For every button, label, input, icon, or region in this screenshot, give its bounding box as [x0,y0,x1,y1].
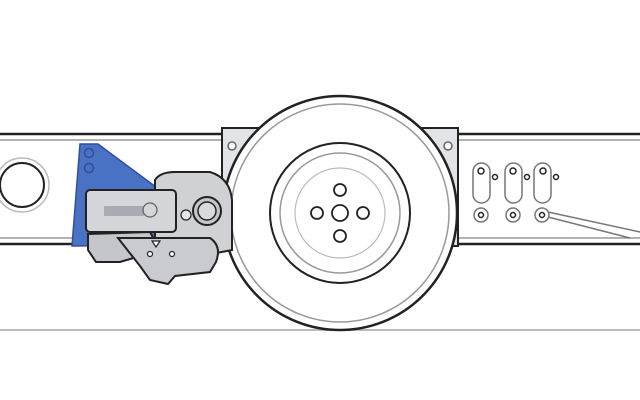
bracket-hole [83,147,95,159]
spare-wheel [221,94,459,332]
brand-logo [104,202,158,218]
wheel-lug-holes [310,183,370,243]
bolt [227,141,237,151]
release-lever [115,237,219,286]
slotted-holes [472,162,640,239]
bracket-hole [83,162,95,174]
wheel-carrier-winch [85,171,233,286]
cable [547,211,640,233]
bolt [443,141,453,151]
